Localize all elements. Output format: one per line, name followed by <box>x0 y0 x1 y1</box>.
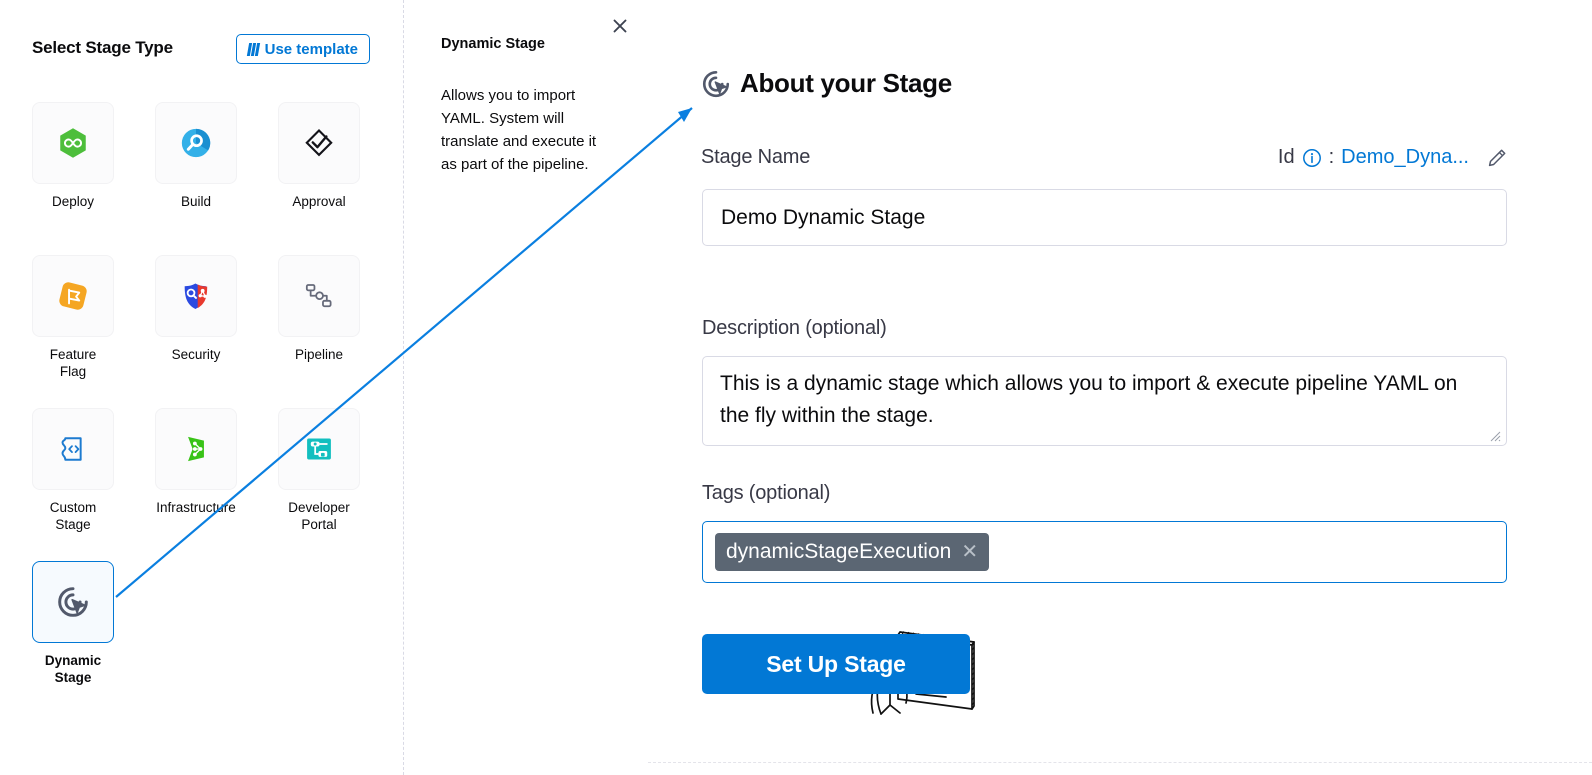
stage-cell-pipeline: Pipeline <box>278 255 360 380</box>
stage-label-security: Security <box>171 347 221 362</box>
dynamic-stage-target-cursor-icon <box>58 587 88 617</box>
security-shields-icon <box>184 283 208 310</box>
left-panel-header: Select Stage Type Use template <box>32 34 370 66</box>
description-label: Description (optional) <box>702 317 887 339</box>
approval-diamond-check-icon <box>305 129 333 157</box>
infrastructure-nodes-icon <box>188 436 204 462</box>
stage-name-label: Stage Name <box>701 146 811 168</box>
stage-tile-pipeline[interactable] <box>278 255 360 337</box>
detail-title: Dynamic Stage <box>441 36 545 52</box>
build-magnifier-circle-icon <box>181 128 211 158</box>
pipeline-nodes-icon <box>305 284 332 308</box>
close-button[interactable] <box>609 15 631 37</box>
stage-label-infrastructure: Infrastructure <box>156 500 236 515</box>
about-stage-header: About your Stage <box>701 68 952 99</box>
stage-tile-feature-flag[interactable] <box>32 255 114 337</box>
stage-cell-approval: Approval <box>278 102 360 210</box>
tag-remove-icon[interactable]: ✕ <box>961 541 979 563</box>
stage-name-input[interactable] <box>702 189 1507 246</box>
stage-tile-infrastructure[interactable] <box>155 408 237 490</box>
bottom-divider <box>648 762 1592 763</box>
stage-id-separator: : <box>1328 146 1335 168</box>
page-title: Select Stage Type <box>32 38 173 57</box>
stage-type-panel: Select Stage Type Use template Deploy Bui… <box>0 0 403 775</box>
template-bars-icon <box>246 42 260 56</box>
use-template-label: Use template <box>264 40 358 58</box>
stage-tile-custom-stage[interactable] <box>32 408 114 490</box>
page-heading: About your Stage <box>740 68 952 98</box>
stage-label-deploy: Deploy <box>51 194 95 209</box>
stage-cell-deploy: Deploy <box>32 102 114 210</box>
stage-label-approval: Approval <box>292 194 346 209</box>
tags-input[interactable]: dynamicStageExecution ✕ <box>702 521 1507 583</box>
stage-id-label: Id <box>1277 146 1295 168</box>
stage-tile-dynamic-stage[interactable] <box>32 561 114 643</box>
use-template-button[interactable]: Use template <box>236 34 370 64</box>
stage-id-group: Id : Demo_Dyna... <box>1278 146 1508 169</box>
stage-tile-deploy[interactable] <box>32 102 114 184</box>
stage-grid-row: Deploy Build Approval <box>32 102 372 210</box>
stage-tile-developer-portal[interactable] <box>278 408 360 490</box>
description-textarea[interactable]: This is a dynamic stage which allows you… <box>702 356 1507 446</box>
stage-tile-approval[interactable] <box>278 102 360 184</box>
close-icon <box>613 19 627 33</box>
developer-portal-icon <box>307 438 331 460</box>
stage-name-row: Stage Name Id : Demo_Dyna... <box>701 146 1508 169</box>
detail-description: Allows you to import YAML. System will t… <box>441 87 597 173</box>
pencil-edit-icon[interactable] <box>1486 147 1508 169</box>
stage-label-pipeline: Pipeline <box>294 347 344 362</box>
about-stage-form: About your Stage Stage Name Id : Demo_Dy… <box>639 0 1592 775</box>
feature-flag-icon <box>59 282 87 310</box>
dynamic-stage-target-cursor-icon <box>702 70 730 97</box>
tag-chip-label: dynamicStageExecution <box>726 540 952 563</box>
stage-id-value: Demo_Dyna... <box>1341 146 1469 168</box>
stage-detail-panel: Dynamic Stage Allows you to import YAML.… <box>404 0 975 775</box>
custom-stage-code-icon <box>61 437 82 461</box>
stage-tile-build[interactable] <box>155 102 237 184</box>
stage-cell-security: Security <box>155 255 237 380</box>
tags-label: Tags (optional) <box>702 482 831 504</box>
set-up-stage-button[interactable]: Set Up Stage <box>702 634 970 694</box>
stage-label-build: Build <box>180 194 212 209</box>
stage-cell-build: Build <box>155 102 237 210</box>
stage-cell-infrastructure: Infrastructure <box>155 408 237 533</box>
deploy-hexagon-infinity-icon <box>60 128 86 158</box>
info-circle-icon[interactable] <box>1302 148 1322 168</box>
tag-chip[interactable]: dynamicStageExecution ✕ <box>715 533 990 571</box>
stage-tile-security[interactable] <box>155 255 237 337</box>
